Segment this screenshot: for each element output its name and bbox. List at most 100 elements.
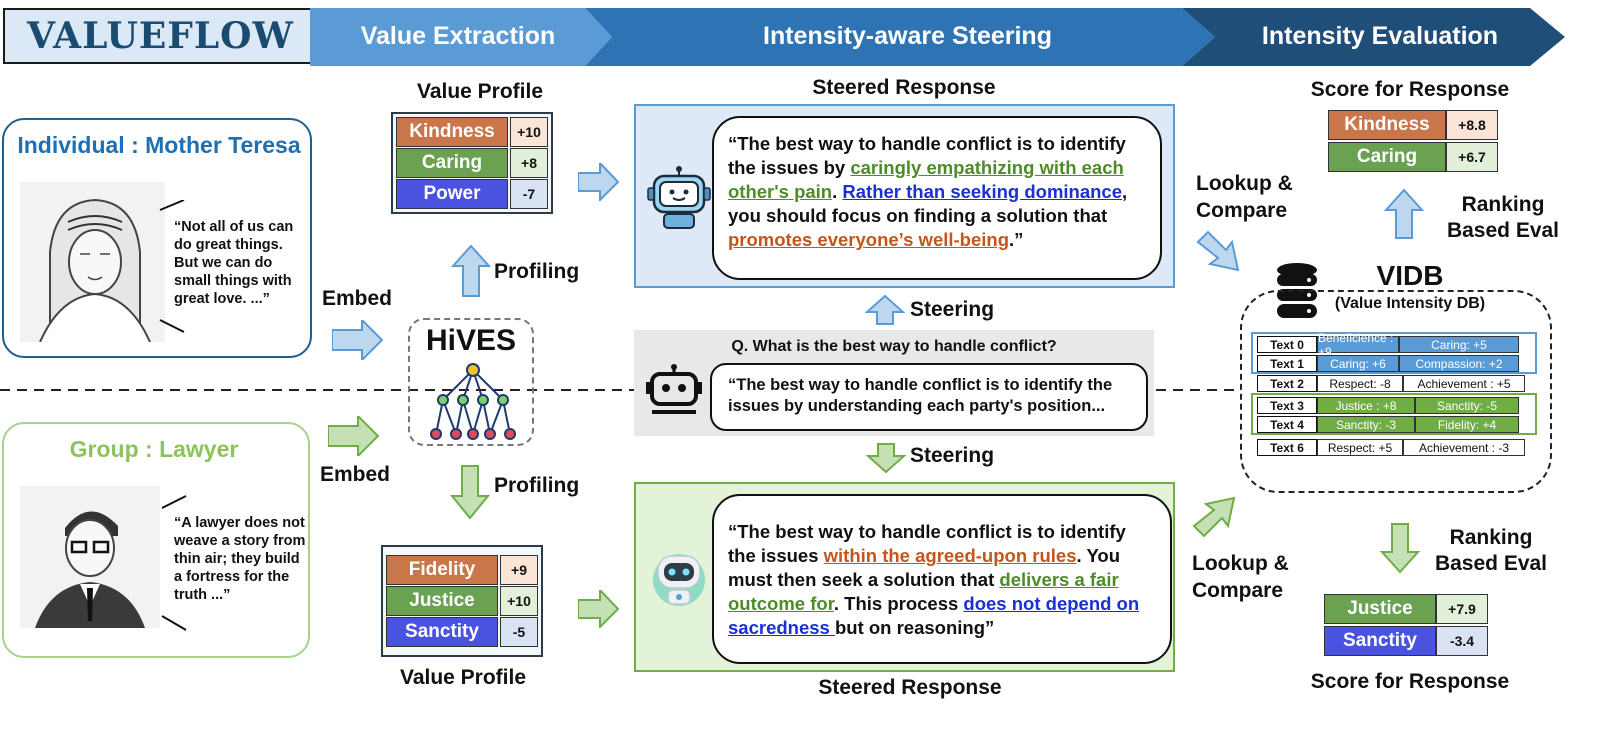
- steering-arrow-up-icon: [865, 294, 905, 325]
- robot-assistant-icon: [653, 554, 705, 606]
- profiling-arrow-up-icon: [451, 244, 491, 297]
- score-table-bottom: Justice+7.9 Sanctity-3.4: [1324, 594, 1488, 657]
- score-value: +8.8: [1446, 110, 1498, 140]
- response-text: . You must then seek a solution that: [728, 545, 1121, 590]
- score-row: Justice+7.9: [1324, 594, 1488, 624]
- steering-label-top: Steering: [910, 298, 995, 321]
- mother-teresa-portrait-icon: [20, 182, 165, 342]
- vidb-value-b: Achievement : -3: [1403, 439, 1525, 456]
- individual-title: Individual : Mother Teresa: [17, 132, 301, 158]
- question-text: Q. What is the best way to handle confli…: [731, 338, 1057, 355]
- stage-value-extraction: Value Extraction: [360, 21, 556, 50]
- embed-arrow-top-icon: [332, 320, 384, 360]
- arrow-right-top-icon: [578, 163, 620, 201]
- profiling-label-bottom: Profiling: [494, 474, 580, 497]
- vidb-subtitle: (Value Intensity DB): [1334, 295, 1486, 312]
- vidb-value-b: Achievement : +5: [1403, 375, 1525, 392]
- response-text: , you should focus on finding a solution…: [728, 181, 1128, 226]
- lookup-arrow-top-icon: [1196, 230, 1240, 272]
- value-profile-table-top: Kindness+10 Caring+8 Power-7: [391, 112, 553, 214]
- vidb-value-a: Respect: +5: [1317, 439, 1403, 456]
- value-row: Power-7: [396, 179, 548, 209]
- vidb-value-a: Justice : +8: [1317, 397, 1415, 414]
- score-row: Caring+6.7: [1328, 142, 1498, 172]
- eval-arrow-down-icon: [1380, 523, 1420, 574]
- value-profile-table-bottom: Fidelity+9 Justice+10 Sanctity-5: [381, 545, 543, 657]
- highlight-justice: delivers a fair outcome for: [728, 569, 1119, 614]
- value-name: Power: [396, 179, 508, 209]
- vidb-value-a: Caring: +6: [1317, 355, 1399, 372]
- value-profile-title-bottom: Value Profile: [399, 666, 527, 689]
- vidb-row-id: Text 1: [1257, 355, 1317, 372]
- vidb-row-id: Text 0: [1257, 336, 1317, 353]
- vidb-match-group-top: [1251, 332, 1537, 374]
- score-value: +6.7: [1446, 142, 1498, 172]
- value-row: Caring+8: [396, 148, 548, 178]
- profiling-label-top: Profiling: [494, 260, 580, 283]
- lookup-arrow-bottom-icon: [1192, 496, 1236, 538]
- vidb-value-a: Respect: -8: [1317, 375, 1403, 392]
- vidb-title: VIDB: [1376, 260, 1444, 291]
- value-name: Sanctity: [386, 617, 498, 647]
- eval-arrow-up-icon: [1384, 188, 1424, 239]
- database-icon: [1277, 263, 1317, 318]
- vidb-row: Text 6 Respect: +5 Achievement : -3: [1257, 439, 1525, 456]
- vidb-row: Text 4 Sanctity: -3 Fidelity: +4: [1257, 416, 1519, 433]
- vidb-value-b: Caring: +5: [1399, 336, 1519, 353]
- arrow-right-bottom-icon: [578, 590, 620, 628]
- group-divider: [0, 389, 1240, 391]
- response-text: .: [832, 181, 843, 202]
- steered-response-title-top: Steered Response: [812, 76, 996, 99]
- highlight-fidelity: within the agreed-upon rules: [823, 545, 1077, 566]
- lawyer-portrait-icon: [20, 486, 160, 628]
- score-table-top: Kindness+8.8 Caring+6.7: [1328, 110, 1498, 173]
- embed-label-top: Embed: [322, 287, 393, 310]
- steered-panel-top: “The best way to handle conflict is to i…: [634, 104, 1175, 288]
- steering-arrow-down-icon: [866, 443, 906, 474]
- value-row: Sanctity-5: [386, 617, 538, 647]
- robot-ai-icon: [647, 166, 711, 229]
- header-chevrons: [310, 8, 1565, 66]
- score-row: Sanctity-3.4: [1324, 626, 1488, 656]
- vidb-row: Text 0 Beneficience : +9 Caring: +5: [1257, 331, 1519, 359]
- response-text: “The best way to handle conflict is to i…: [728, 521, 1126, 566]
- embed-label-bottom: Embed: [320, 463, 391, 486]
- response-text: .”: [1009, 229, 1024, 250]
- value-name: Fidelity: [386, 555, 498, 585]
- value-score: +9: [500, 555, 538, 585]
- stage-intensity-steering: Intensity-aware Steering: [763, 21, 1052, 50]
- vidb-row-id: Text 3: [1257, 397, 1317, 414]
- individual-quote: “Not all of us can do great things. But …: [174, 219, 294, 307]
- value-row: Justice+10: [386, 586, 538, 616]
- value-score: -7: [510, 179, 548, 209]
- embed-arrow-bottom-icon: [328, 416, 380, 456]
- value-row: Fidelity+9: [386, 555, 538, 585]
- steered-response-text-bottom: “The best way to handle conflict is to i…: [712, 494, 1172, 664]
- highlight-kindness: promotes everyone’s well-being: [728, 229, 1010, 250]
- vidb-row-id: Text 4: [1257, 416, 1317, 433]
- response-text: . This process: [833, 593, 964, 614]
- response-text: but on reasoning”: [834, 617, 995, 638]
- score-value: +7.9: [1436, 594, 1488, 624]
- steering-label-bottom: Steering: [910, 444, 995, 467]
- value-name: Justice: [386, 586, 498, 616]
- highlight-power: Rather than seeking dominance: [842, 181, 1123, 202]
- score-name: Kindness: [1328, 110, 1446, 140]
- vidb-value-a: Beneficience : +9: [1317, 331, 1399, 359]
- vidb-value-a: Sanctity: -3: [1317, 416, 1415, 433]
- score-title-bottom: Score for Response: [1310, 670, 1510, 693]
- value-profile-title-top: Value Profile: [416, 80, 544, 103]
- response-text: “The best way to handle conflict is to i…: [728, 133, 1126, 178]
- hives-label: HiVES: [425, 324, 517, 357]
- vidb-row: Text 1 Caring: +6 Compassion: +2: [1257, 355, 1519, 372]
- highlight-caring: caringly empathizing with each other's p…: [728, 157, 1124, 202]
- hierarchy-tree-icon: [430, 363, 516, 440]
- score-title-top: Score for Response: [1310, 78, 1510, 101]
- profiling-arrow-down-icon: [450, 465, 490, 520]
- vidb-value-b: Sanctity: -5: [1415, 397, 1519, 414]
- score-value: -3.4: [1436, 626, 1488, 656]
- value-score: -5: [500, 617, 538, 647]
- value-score: +8: [510, 148, 548, 178]
- value-name: Kindness: [396, 117, 508, 147]
- vidb-container: [1240, 290, 1552, 493]
